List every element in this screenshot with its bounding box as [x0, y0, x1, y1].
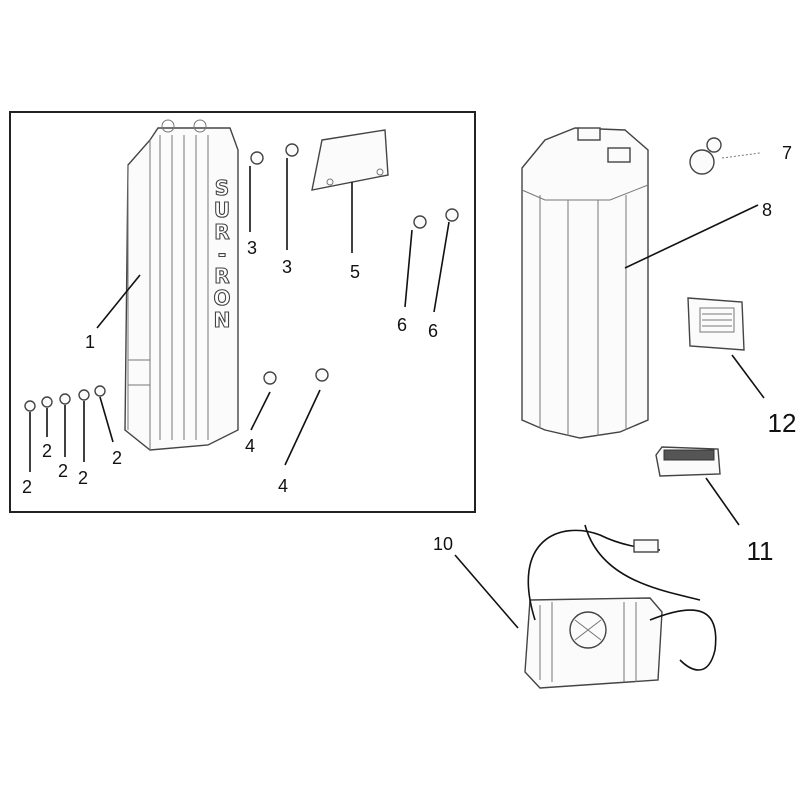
bolt-3a: [250, 151, 264, 165]
callout-1: 1: [85, 332, 95, 352]
sur-ron-logo: S U R - R O N: [213, 175, 231, 332]
svg-text:-: -: [218, 242, 226, 266]
battery-pack: [521, 127, 649, 439]
callout-4b: 4: [278, 476, 288, 496]
svg-text:N: N: [214, 308, 231, 332]
bolt-3b: [285, 143, 299, 157]
svg-text:U: U: [214, 198, 230, 222]
bolt-4a: [263, 371, 277, 385]
callout-3b: 3: [282, 257, 292, 277]
callout-2d: 2: [78, 468, 88, 488]
bolt-6a: [413, 215, 427, 229]
cover-plate: [311, 129, 389, 191]
bolts: [250, 143, 459, 385]
svg-text:O: O: [213, 286, 230, 310]
battery-module: [687, 297, 745, 351]
callout-2c: 2: [58, 461, 68, 481]
callout-11: 11: [747, 536, 774, 566]
callout-labels: 1 2 2 2 2 2 3 3 5 6 6 4 4 7 8 12 11 10: [22, 143, 796, 566]
leader-lines: [29, 158, 765, 629]
callout-12: 12: [768, 408, 797, 438]
fuse-box: [655, 446, 721, 477]
callout-5: 5: [350, 262, 360, 282]
svg-text:R: R: [214, 220, 229, 244]
callout-3a: 3: [247, 238, 257, 258]
screw-set-2: [24, 385, 106, 412]
charger: [524, 524, 717, 689]
bolt-4b: [315, 368, 329, 382]
svg-text:R: R: [214, 264, 229, 288]
connector-cap: [689, 137, 761, 175]
svg-text:S: S: [215, 176, 229, 200]
callout-6a: 6: [397, 315, 407, 335]
battery-housing: S U R - R O N: [124, 119, 239, 451]
callout-2e: 2: [112, 448, 122, 468]
bolt-6b: [445, 208, 459, 222]
callout-2a: 2: [22, 477, 32, 497]
inset-frame: [9, 111, 476, 513]
callout-2b: 2: [42, 441, 52, 461]
callout-10: 10: [433, 534, 453, 554]
callout-4a: 4: [245, 436, 255, 456]
callout-6b: 6: [428, 321, 438, 341]
callout-7: 7: [782, 143, 792, 163]
callout-8: 8: [762, 200, 772, 220]
